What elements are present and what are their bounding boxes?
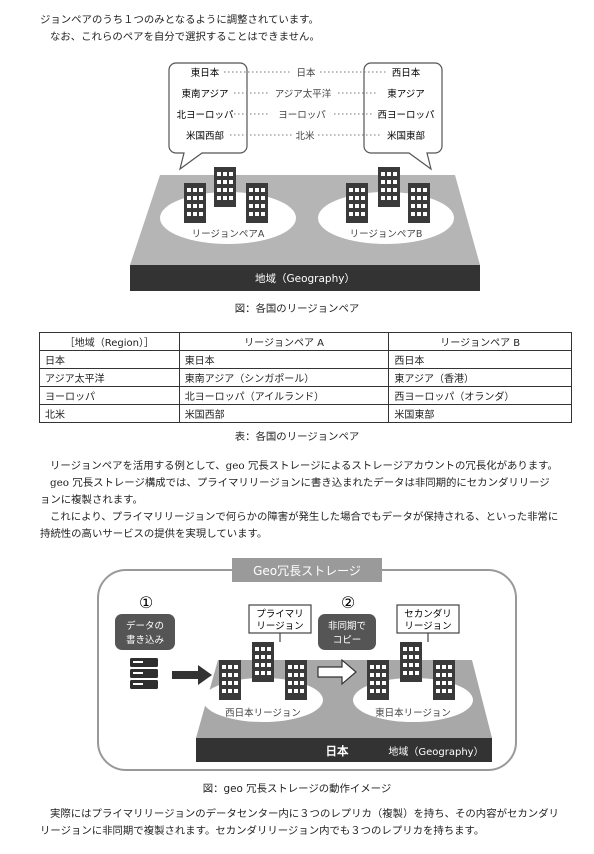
figure-2-caption: 図：geo 冗長ストレージの動作イメージ: [202, 783, 392, 795]
datacenter-building-icon: [184, 183, 206, 223]
table-caption: 表：各国のリージョンペア: [234, 431, 360, 443]
center-geo-3: ヨーロッパ: [278, 110, 326, 121]
secondary-line-2: リージョン: [404, 621, 451, 632]
geography-bar: [196, 738, 492, 762]
left-region-2: 東南アジア: [181, 88, 228, 100]
left-region-1: 東日本: [191, 67, 220, 79]
datacenter-building-icon: [252, 642, 274, 682]
pair-b-label: リージョンペアB: [350, 229, 423, 240]
header-pair-a: リージョンペア A: [178, 332, 390, 351]
datacenter-building-icon: [378, 167, 400, 207]
figure-2-title: Geo冗長ストレージ: [253, 564, 361, 578]
header-pair-b: リージョンペア B: [388, 332, 572, 351]
figure-1-caption: 図：各国のリージョンペア: [234, 303, 360, 315]
region-pairs-figure: 地域（Geography） リージョンペアA リージョンペアB 東日本 東南アジ…: [130, 62, 480, 291]
table-cell: アジア太平洋: [39, 368, 180, 387]
table-cell: 西日本: [388, 350, 572, 369]
table-cell: 東日本: [178, 350, 390, 369]
async-line-2: コピー: [333, 635, 362, 646]
table-cell: 日本: [39, 350, 180, 369]
region-pair-table: ［地域（Region）］ リージョンペア A リージョンペア B 日本 東日本 …: [39, 332, 572, 423]
write-arrow-icon: [172, 665, 212, 685]
geography-bar: [130, 265, 480, 291]
datacenter-building-icon: [367, 660, 389, 700]
table-row: 北米 米国西部 米国東部: [39, 404, 572, 423]
geography-label: 地域（Geography）: [388, 745, 483, 758]
table-cell: 北ヨーロッパ（アイルランド）: [178, 386, 390, 405]
header-region: ［地域（Region）］: [39, 332, 180, 351]
right-region-3: 西ヨーロッパ: [377, 110, 435, 121]
datacenter-building-icon: [346, 183, 368, 223]
table-row: ヨーロッパ 北ヨーロッパ（アイルランド） 西ヨーロッパ（オランダ）: [39, 386, 572, 405]
secondary-line-1: セカンダリ: [404, 608, 452, 620]
datacenter-building-icon: [400, 642, 422, 682]
body-paragraph-2: geo 冗長ストレージ構成では、プライマリリージョンに書き込まれたデータは非同期…: [40, 477, 550, 506]
write-label-line-2: 書き込み: [126, 634, 164, 646]
table-header-row: ［地域（Region）］ リージョンペア A リージョンペア B: [39, 332, 572, 351]
table-row: アジア太平洋 東南アジア（シンガポール） 東アジア（香港）: [39, 368, 572, 387]
east-japan-label: 東日本リージョン: [375, 707, 451, 719]
async-line-1: 非同期で: [328, 620, 366, 632]
left-bubble: [168, 62, 248, 171]
table-cell: 西ヨーロッパ（オランダ）: [388, 386, 572, 405]
left-region-3: 北ヨーロッパ: [176, 110, 234, 121]
footer-paragraph: 実際にはプライマリリージョンのデータセンター内に３つのレプリカ（複製）を持ち、そ…: [40, 808, 559, 837]
title-banner: [232, 558, 382, 582]
pair-a-label: リージョンペアA: [192, 229, 265, 240]
west-japan-label: 西日本リージョン: [225, 707, 301, 719]
right-bubble: [363, 62, 443, 171]
table-cell: 米国西部: [178, 404, 390, 423]
geo-redundant-storage-figure: Geo冗長ストレージ 日本 地域（Geography） 西日本リージョン 東日本…: [97, 558, 517, 771]
write-data-callout: [115, 614, 175, 650]
datacenter-building-icon: [219, 660, 241, 700]
left-region-4: 米国西部: [186, 130, 224, 142]
datacenter-building-icon: [408, 183, 430, 223]
primary-line-1: プライマリ: [256, 609, 304, 620]
table-row: 日本 東日本 西日本: [39, 350, 572, 369]
right-region-4: 米国東部: [387, 130, 425, 142]
write-label-line-1: データの: [126, 620, 164, 632]
datacenter-building-icon: [285, 660, 307, 700]
secondary-region-tag: [396, 604, 460, 634]
step-2-marker: ②: [341, 593, 355, 612]
country-label: 日本: [326, 744, 349, 758]
intro-line-2: なお、これらのペアを自分で選択することはできません。: [50, 31, 320, 43]
table-cell: 東南アジア（シンガポール）: [178, 368, 390, 387]
datacenter-building-icon: [214, 167, 236, 207]
table-cell: 東アジア（香港）: [388, 368, 572, 387]
body-paragraph-1: リージョンペアを活用する例として、geo 冗長ストレージによるストレージアカウン…: [50, 460, 558, 472]
datacenter-building-icon: [433, 660, 455, 700]
body-paragraph-3: これにより、プライマリリージョンで何らかの障害が発生した場合でもデータが保持され…: [40, 511, 559, 540]
geography-label: 地域（Geography）: [255, 272, 355, 285]
center-geo-1: 日本: [296, 67, 316, 79]
async-copy-callout: [318, 614, 376, 650]
intro-line-1: ジョンペアのうち１つのみとなるように調整されています。: [40, 14, 319, 26]
pair-connectors: [224, 71, 386, 136]
table-cell: 米国東部: [388, 404, 572, 423]
datacenter-building-icon: [246, 183, 268, 223]
server-icon: [130, 658, 158, 689]
table-cell: ヨーロッパ: [39, 386, 180, 405]
step-1-marker: ①: [139, 593, 153, 612]
center-geo-4: 北米: [295, 130, 315, 142]
primary-line-2: リージョン: [256, 621, 303, 632]
right-region-2: 東アジア: [387, 88, 425, 100]
primary-region-tag: [248, 604, 312, 634]
right-region-1: 西日本: [392, 67, 421, 79]
table-cell: 北米: [39, 404, 180, 423]
copy-arrow-icon: [317, 658, 357, 686]
center-geo-2: アジア太平洋: [275, 88, 332, 100]
